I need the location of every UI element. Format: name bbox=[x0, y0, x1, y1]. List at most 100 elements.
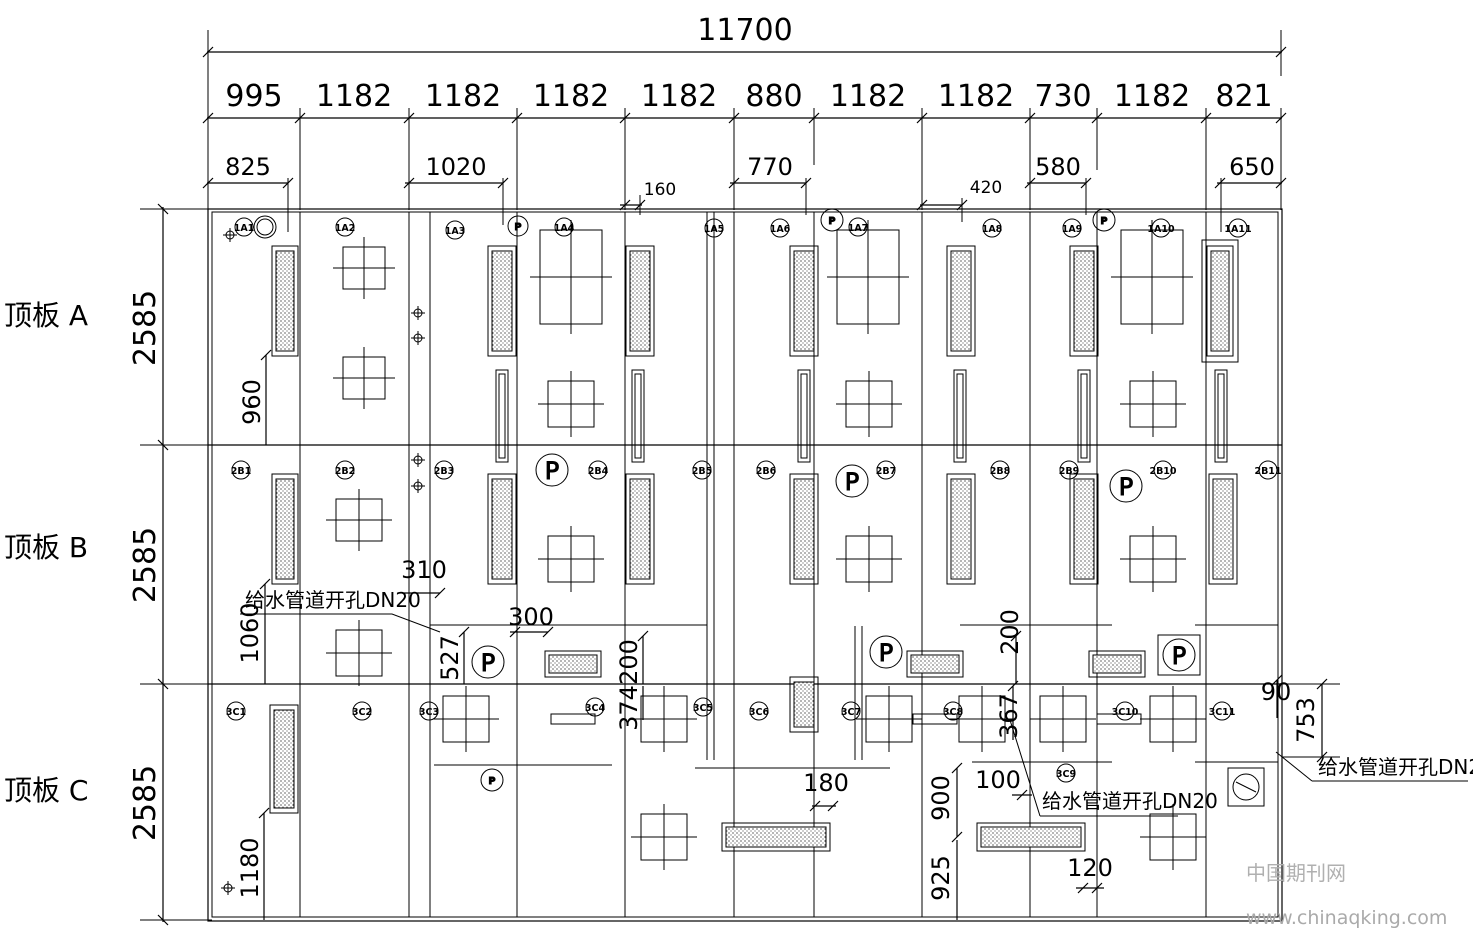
row-b-height: 2585 bbox=[128, 527, 163, 603]
diffuser bbox=[949, 686, 1015, 752]
dim-753: 753 bbox=[1292, 697, 1320, 743]
panel-label-2B3: 2B3 bbox=[434, 460, 454, 480]
svg-text:1A2: 1A2 bbox=[335, 223, 356, 234]
panel-label-3C5: 3C5 bbox=[693, 697, 713, 717]
light-fixture bbox=[946, 245, 976, 357]
diffuser bbox=[538, 526, 604, 592]
offset-dim-770: 770 bbox=[747, 153, 793, 181]
diffuser bbox=[326, 489, 392, 551]
note-pipe-2: 给水管道开孔DN20 bbox=[1042, 789, 1218, 813]
svg-text:2B2: 2B2 bbox=[335, 466, 355, 477]
light-fixture bbox=[789, 473, 819, 585]
svg-text:P: P bbox=[545, 457, 559, 485]
panel-grid bbox=[207, 208, 1283, 922]
segment-dimensions: 995 1182 1182 1182 1182 880 1182 1182 73… bbox=[202, 70, 1287, 230]
seg-dim-8: 1182 bbox=[938, 79, 1014, 114]
sprinkler-icon bbox=[411, 331, 425, 345]
seg-dim-11: 821 bbox=[1215, 79, 1272, 114]
svg-text:2B6: 2B6 bbox=[756, 466, 777, 477]
panel-label-3C4: 3C4 bbox=[585, 697, 606, 717]
diffuser bbox=[1140, 804, 1206, 870]
dim-1060: 1060 bbox=[236, 602, 264, 663]
svg-text:3C5: 3C5 bbox=[693, 703, 713, 714]
row-a-height: 2585 bbox=[128, 290, 163, 366]
svg-text:2B10: 2B10 bbox=[1149, 466, 1176, 477]
seg-dim-5: 1182 bbox=[641, 79, 717, 114]
svg-text:3C1: 3C1 bbox=[226, 707, 246, 718]
dim-120: 120 bbox=[1067, 854, 1113, 882]
seg-dim-6: 880 bbox=[745, 79, 802, 114]
seg-dim-1: 995 bbox=[225, 79, 282, 114]
diffuser bbox=[333, 347, 395, 409]
offset-dim-825: 825 bbox=[225, 153, 271, 181]
offset-dim-580: 580 bbox=[1035, 153, 1081, 181]
diffuser bbox=[1140, 686, 1206, 752]
svg-text:1A1: 1A1 bbox=[234, 223, 255, 234]
svg-text:1A7: 1A7 bbox=[848, 223, 869, 234]
light-fixture bbox=[625, 473, 655, 585]
diffuser bbox=[333, 237, 395, 299]
svg-text:P: P bbox=[1119, 473, 1133, 501]
panel-labels: 1A1 1A2 1A3 1A4 1A5 1A6 1A7 1A8 1A9 1A10… bbox=[226, 217, 1282, 783]
diffuser bbox=[631, 686, 697, 752]
svg-text:2B11: 2B11 bbox=[1254, 466, 1281, 477]
light-fixture bbox=[269, 704, 299, 814]
svg-text:3C4: 3C4 bbox=[585, 703, 606, 714]
svg-text:1A11: 1A11 bbox=[1224, 224, 1251, 235]
svg-text:P: P bbox=[515, 222, 522, 233]
light-fixture-horizontal bbox=[1088, 650, 1146, 678]
overall-dimension: 11700 bbox=[202, 13, 1287, 76]
light-fixture-horizontal bbox=[721, 822, 831, 852]
offset-dimensions: 825 1020 160 770 420 580 650 bbox=[202, 153, 1287, 232]
light-fixture-horizontal bbox=[906, 650, 964, 678]
seg-dim-4: 1182 bbox=[533, 79, 609, 114]
inner-dimensions: 960 1060 1180 310 300 527 200 374 200 36… bbox=[236, 349, 1340, 920]
svg-text:3C8: 3C8 bbox=[943, 707, 964, 718]
light-fixture-horizontal bbox=[976, 822, 1086, 852]
offset-dim-160: 160 bbox=[644, 180, 676, 200]
svg-text:2B9: 2B9 bbox=[1059, 466, 1079, 477]
dim-900: 900 bbox=[927, 775, 955, 821]
svg-text:3C6: 3C6 bbox=[749, 707, 770, 718]
panel-label-2B2: 2B2 bbox=[335, 460, 355, 480]
panel-label-1A4: 1A4 bbox=[554, 217, 575, 237]
pressure-symbols: P P P P P P bbox=[471, 453, 1201, 679]
diffuser bbox=[827, 220, 909, 334]
pressure-icon: P bbox=[1109, 469, 1143, 503]
diffuser bbox=[433, 686, 499, 752]
panel-label-1A3: 1A3 bbox=[445, 220, 465, 240]
watermark-url: www.chinaqking.com bbox=[1246, 907, 1447, 929]
svg-text:1A9: 1A9 bbox=[1062, 224, 1083, 235]
svg-text:P: P bbox=[845, 468, 859, 496]
sprinkler-icon bbox=[411, 453, 425, 467]
svg-text:2B8: 2B8 bbox=[990, 466, 1011, 477]
light-fixture bbox=[487, 473, 517, 585]
svg-text:1A8: 1A8 bbox=[982, 224, 1003, 235]
dim-200-left: 200 bbox=[615, 639, 643, 685]
dim-90: 90 bbox=[1261, 678, 1292, 706]
seg-dim-9: 730 bbox=[1034, 79, 1091, 114]
light-fixture bbox=[271, 245, 299, 357]
row-b-label: 顶板 B bbox=[4, 531, 88, 564]
sprinkler-icon bbox=[223, 228, 237, 242]
watermark-cn: 中国期刊网 bbox=[1246, 861, 1346, 885]
row-height-dimensions: 2585 2585 2585 bbox=[128, 203, 212, 926]
dim-527: 527 bbox=[436, 635, 464, 681]
light-fixture bbox=[1208, 473, 1238, 585]
svg-text:P: P bbox=[1101, 216, 1108, 227]
panel-label-3C9: 3C9 bbox=[1056, 763, 1076, 783]
speaker-icon bbox=[1227, 767, 1265, 807]
svg-text:3C9: 3C9 bbox=[1056, 769, 1076, 780]
light-fixture bbox=[1069, 473, 1099, 585]
sprinkler-icon bbox=[411, 479, 425, 493]
dim-310: 310 bbox=[401, 556, 447, 584]
note-pipe-1: 给水管道开孔DN20 bbox=[245, 588, 421, 612]
pressure-icon: P bbox=[835, 464, 869, 498]
panel-label-2B9: 2B9 bbox=[1059, 460, 1079, 480]
diffuser bbox=[326, 620, 392, 686]
sprinkler-icon bbox=[411, 306, 425, 320]
svg-text:P: P bbox=[879, 639, 893, 667]
panel-label-3C2: 3C2 bbox=[352, 701, 372, 721]
light-fixture bbox=[789, 676, 819, 733]
